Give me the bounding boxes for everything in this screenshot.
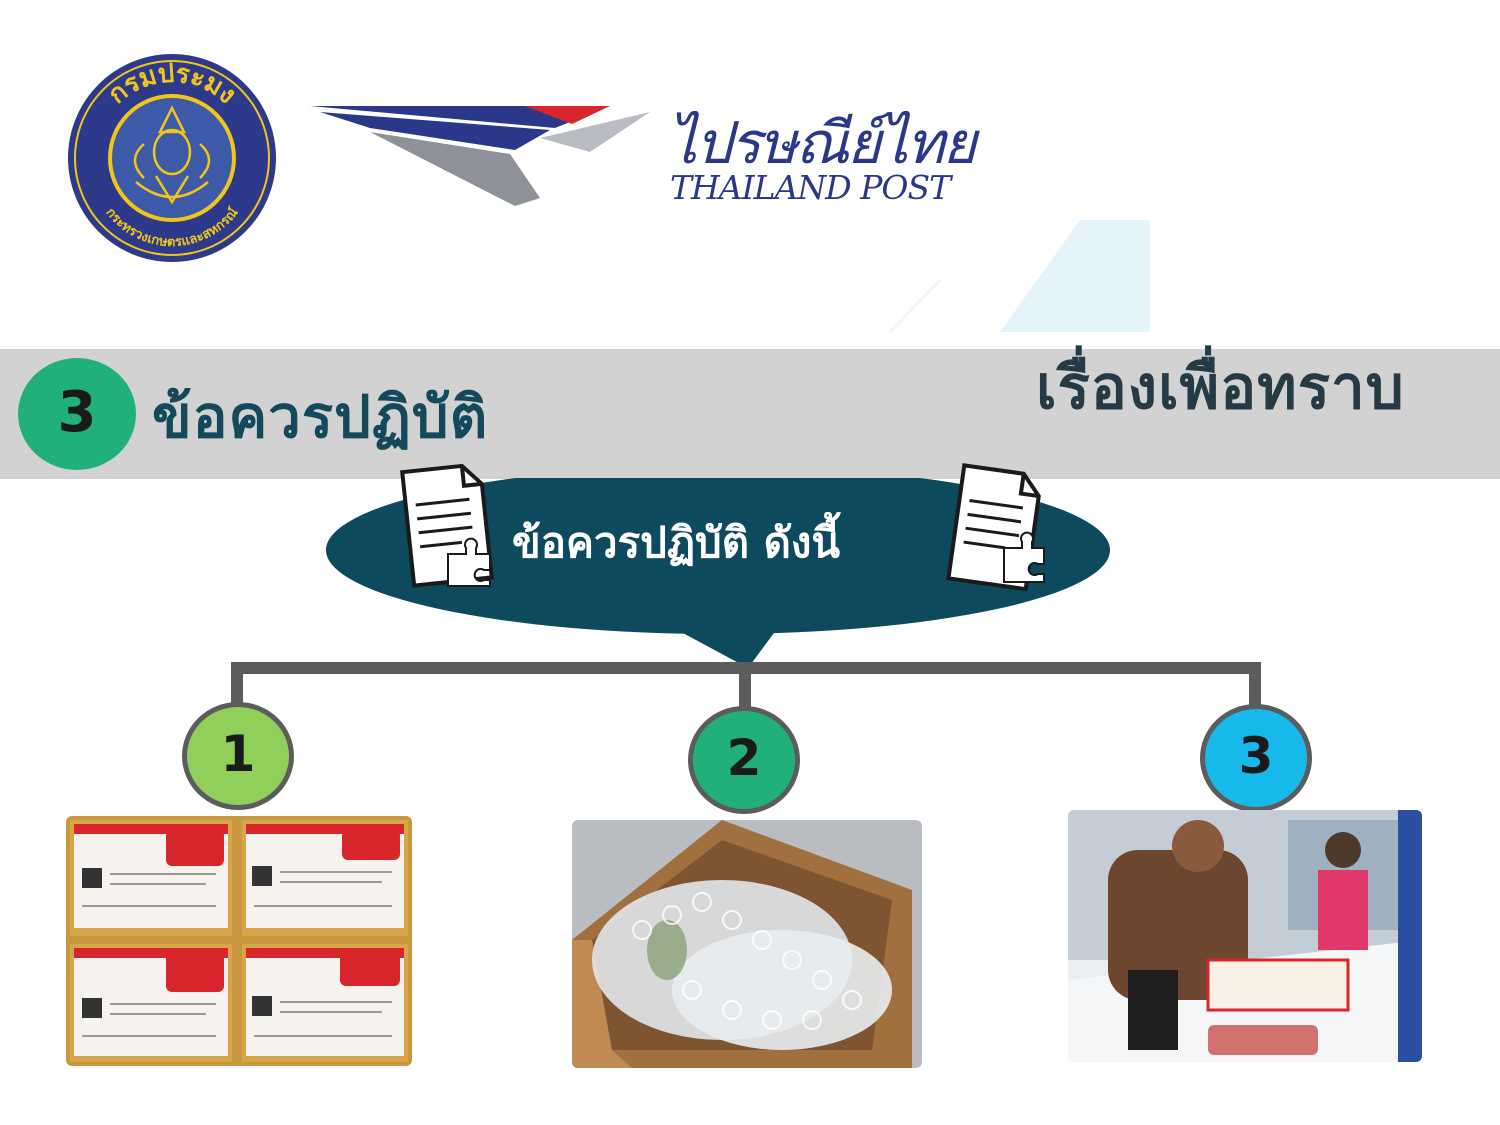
section-number: 3 xyxy=(57,380,97,445)
thailand-post-logo-mark xyxy=(310,106,650,206)
step-number: 3 xyxy=(1238,727,1274,785)
step-1-badge: 1 xyxy=(182,702,294,810)
document-puzzle-icon xyxy=(946,463,1045,592)
section-band xyxy=(0,349,1500,479)
section-number-badge: 3 xyxy=(18,358,136,470)
step-number: 1 xyxy=(220,725,256,783)
post-logo-english-text: THAILAND POST xyxy=(670,168,951,207)
speech-bubble xyxy=(326,478,1110,668)
tree-connector xyxy=(231,662,1261,716)
step-3-badge: 3 xyxy=(1200,704,1312,812)
photo-bubble-wrapped-package xyxy=(572,820,922,1068)
step-2-badge: 2 xyxy=(688,706,800,814)
fisheries-seal-logo: กรมประมง กระทรวงเกษตรและสหกรณ์ xyxy=(68,54,276,262)
document-puzzle-icon xyxy=(400,463,494,588)
step-number: 2 xyxy=(726,729,762,787)
info-title: เรื่องเพื่อทราบ xyxy=(1036,353,1405,423)
photo-packing-at-post-office xyxy=(1068,810,1422,1062)
section-title: ข้อควรปฏิบัติ xyxy=(152,383,489,451)
bubble-label: ข้อควรปฏิบัติ ดังนี้ xyxy=(512,518,841,567)
photo-labeled-parcel-boxes xyxy=(66,816,412,1066)
decorative-shape xyxy=(888,220,1150,334)
post-logo-thai-text: ไปรษณีย์ไทย xyxy=(668,109,977,177)
